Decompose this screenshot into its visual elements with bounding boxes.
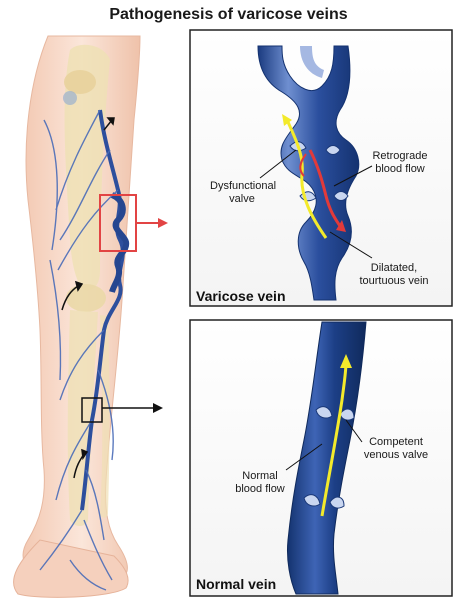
hip-joint bbox=[64, 70, 96, 94]
normal-pointer-head bbox=[153, 403, 163, 413]
fibula-bone bbox=[100, 315, 110, 518]
label-dysfunctional-valve-line1: Dysfunctional bbox=[210, 180, 277, 192]
label-dilatated-vein: Dilatated, tourtuous vein bbox=[350, 262, 438, 288]
label-dysfunctional-valve: Dysfunctional valve bbox=[210, 180, 277, 206]
label-dilatated-line2: tourtuous vein bbox=[359, 275, 429, 287]
diagram-title: Pathogenesis of varicose veins bbox=[109, 6, 348, 23]
panel-label-varicose: Varicose vein bbox=[196, 288, 286, 304]
label-dilatated-line1: Dilatated, bbox=[370, 262, 418, 274]
label-competent-valve: Competent venous valve bbox=[358, 436, 434, 462]
normal-valves bbox=[303, 406, 355, 509]
label-dysfunctional-valve-line2: valve bbox=[229, 193, 255, 205]
label-retrograde-line2: blood flow bbox=[375, 163, 425, 175]
label-retrograde-flow: Retrograde blood flow bbox=[364, 150, 436, 176]
leg-varicose-bulges bbox=[109, 192, 130, 293]
normal-flow-arrow bbox=[320, 361, 348, 517]
label-competent-line1: Competent bbox=[369, 436, 423, 448]
varicose-forward-flow-head bbox=[282, 114, 292, 126]
leg-vein-branches bbox=[39, 109, 119, 591]
leg-flow-arrows bbox=[61, 117, 115, 479]
varicose-leader-lines bbox=[259, 149, 373, 259]
normal-flow-arrow-head bbox=[340, 354, 352, 368]
label-retrograde-line1: Retrograde bbox=[372, 150, 428, 162]
label-competent-line2: venous valve bbox=[363, 449, 429, 461]
varicose-vein-body bbox=[257, 45, 360, 301]
varicose-pointer-head bbox=[158, 218, 168, 228]
normal-leader-lines bbox=[285, 419, 363, 471]
normal-highlight-box bbox=[81, 397, 103, 423]
knee-cap bbox=[66, 284, 106, 312]
label-normal-flow: Normal blood flow bbox=[230, 470, 290, 496]
varicose-retrograde-flow bbox=[308, 149, 342, 227]
varicose-side-vessel bbox=[300, 46, 324, 78]
label-normal-flow-line2: blood flow bbox=[235, 483, 285, 495]
label-normal-flow-line1: Normal bbox=[242, 470, 278, 482]
femur-bone bbox=[64, 44, 110, 291]
varicose-retrograde-flow-head bbox=[336, 220, 346, 232]
panel-label-normal: Normal vein bbox=[196, 576, 277, 592]
femoral-head bbox=[63, 91, 77, 105]
normal-vein-body bbox=[287, 321, 367, 595]
